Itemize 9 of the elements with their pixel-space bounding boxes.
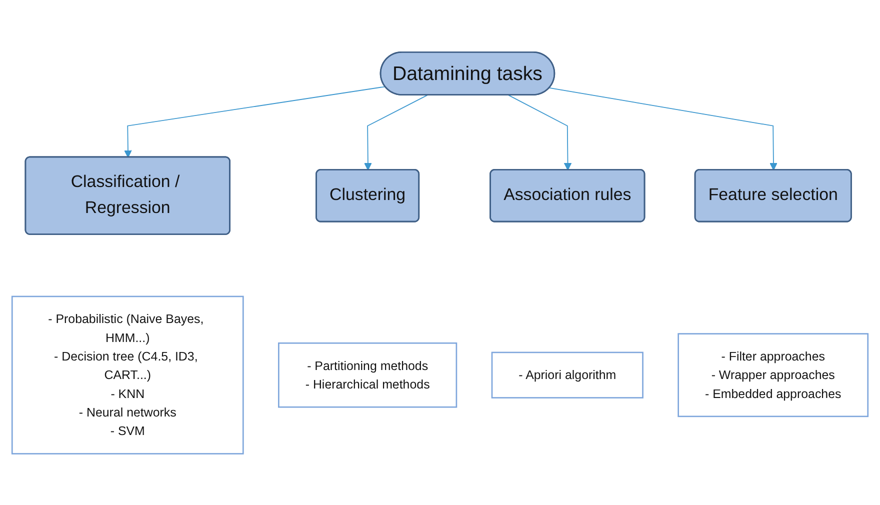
node-box [491,351,644,398]
diagram: Datamining tasks Classification / Regression Clustering Association rules Feature selection - Probabilistic (Naive Bayes, HMM...) - Decision tree (C4.5, ID3, CART...) - KNN - Neural networks - SVM - Partitioning methods - Hierarchical methods - Apriori algorithm - Filter approaches - Wrapper approaches - Embedded approaches [5,44,875,460]
node-box [11,295,244,454]
arrow [549,87,778,170]
arrow [124,86,386,158]
arrow [364,94,428,170]
node-box [278,342,458,408]
arrow [508,94,572,170]
node-box [678,332,869,417]
